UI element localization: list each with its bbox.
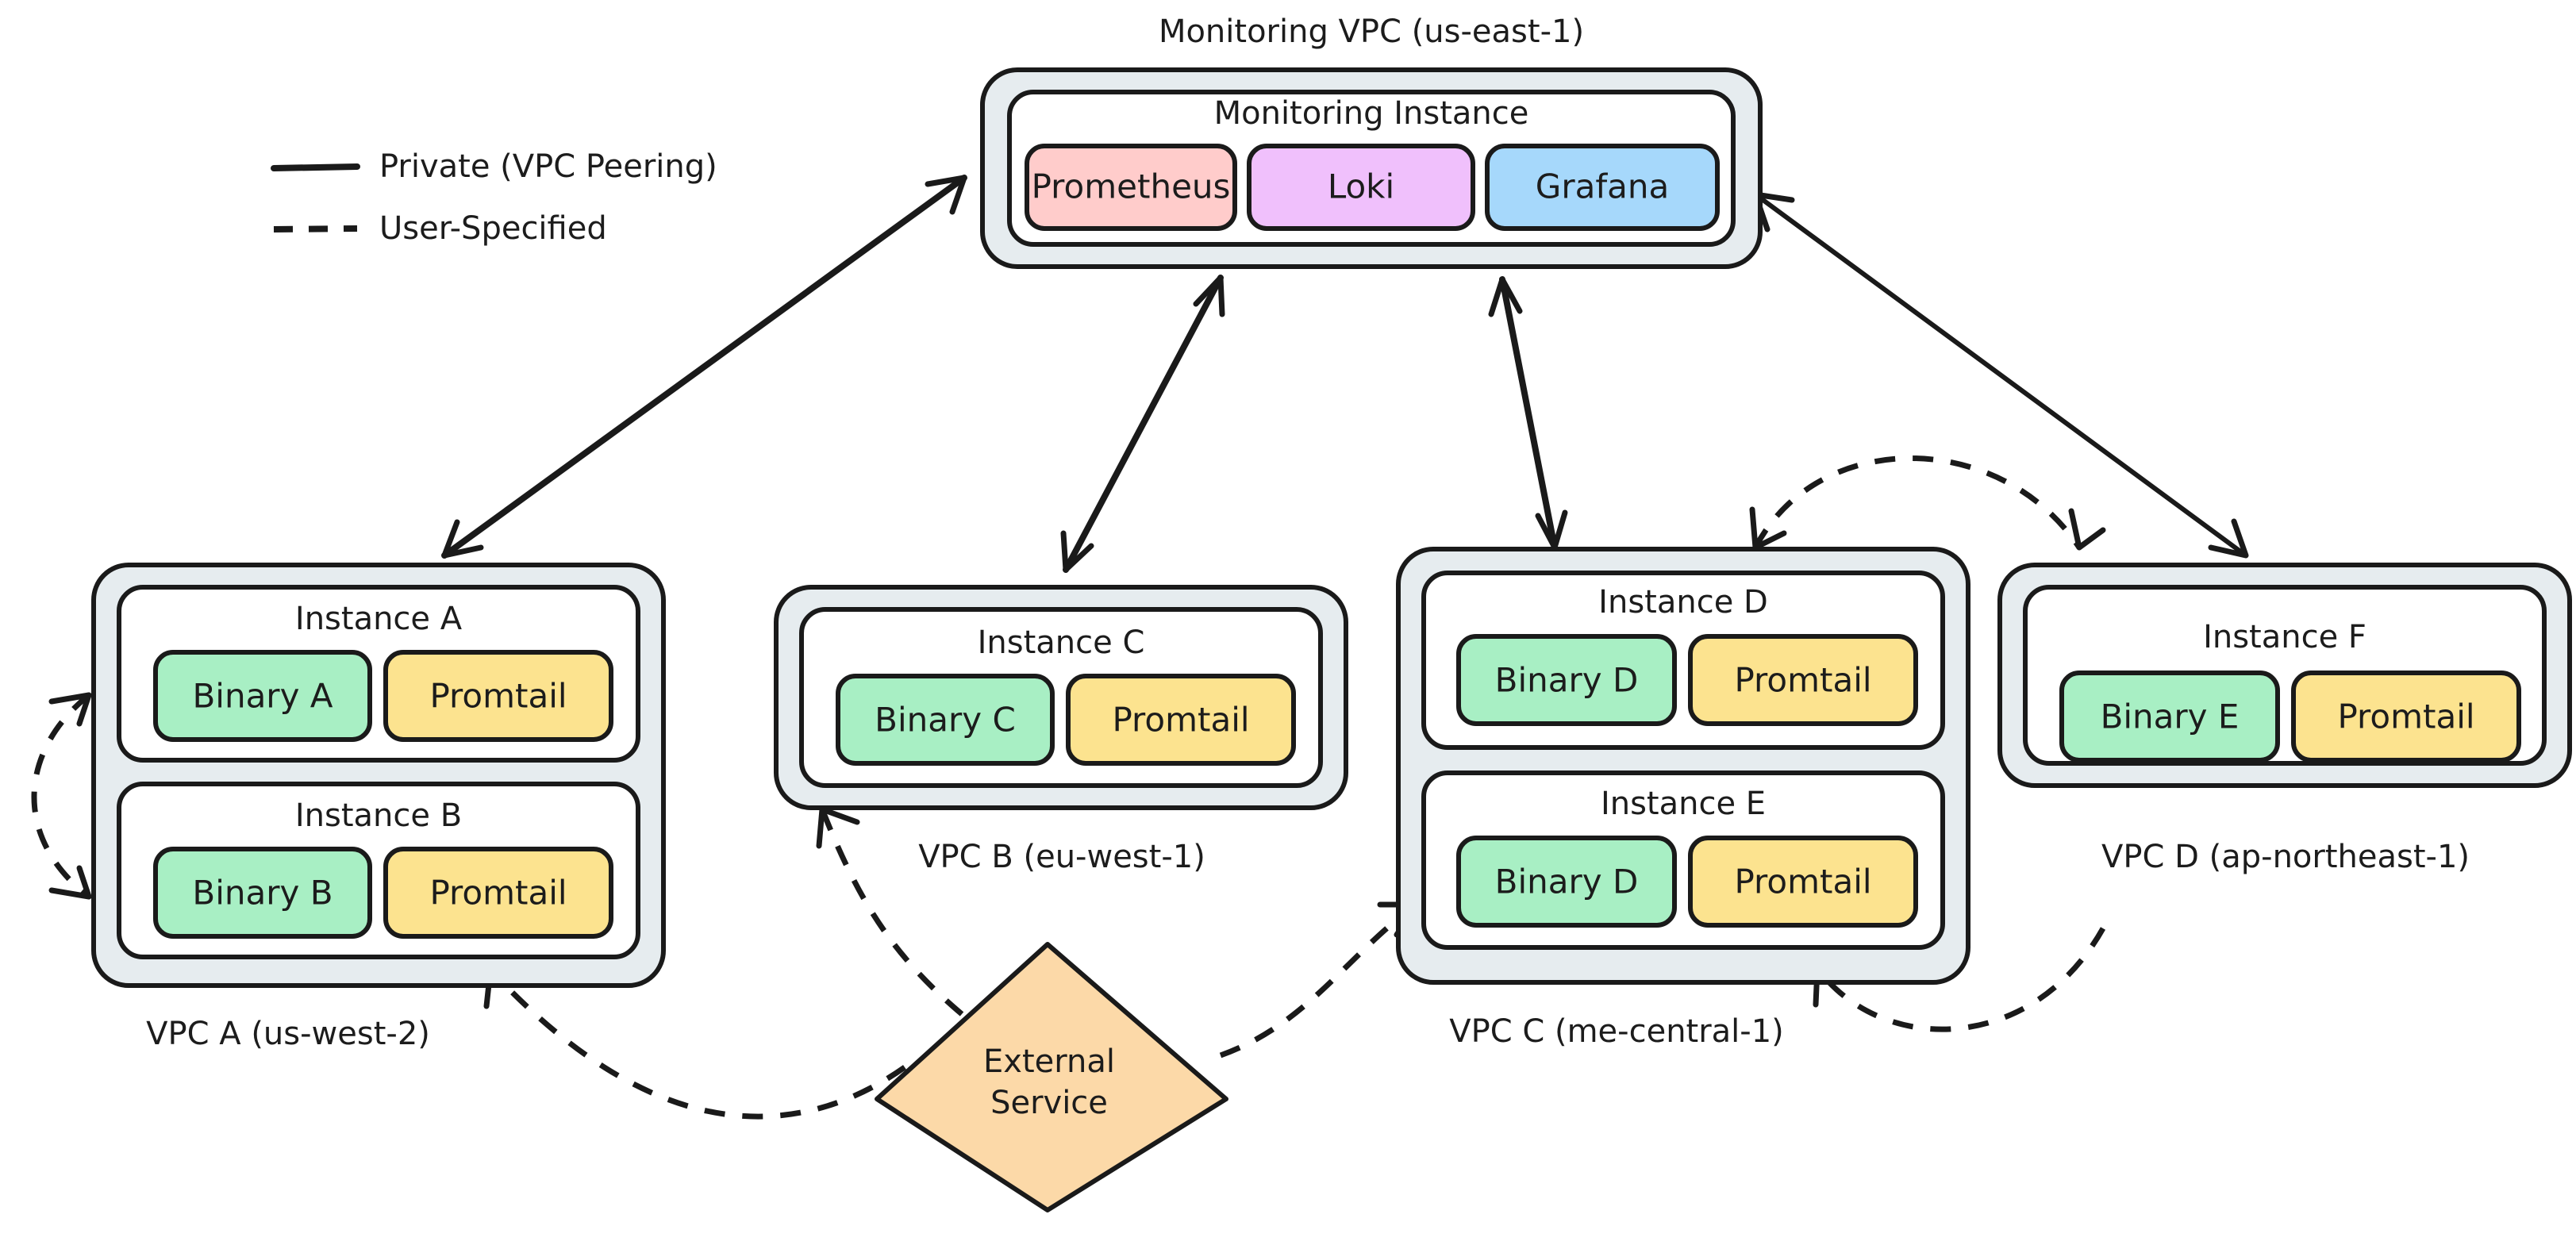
- component-promtail-c-label: Promtail: [1112, 701, 1249, 740]
- external-service-label-line1: External: [983, 1043, 1115, 1080]
- component-binary-e[interactable]: [2059, 671, 2280, 763]
- component-promtail-f-label: Promtail: [2337, 697, 2474, 736]
- component-promtail-b[interactable]: [383, 847, 613, 939]
- legend-label-private: Private (VPC Peering): [379, 148, 717, 185]
- component-promtail-c[interactable]: [1066, 674, 1296, 766]
- component-promtail-d[interactable]: [1688, 634, 1918, 726]
- connection-external-to-vpc-a: [483, 966, 907, 1120]
- vpc-b-group[interactable]: Instance C Binary C Promtail VPC B (eu-w…: [774, 585, 1348, 875]
- component-prometheus[interactable]: [1025, 144, 1237, 231]
- connection-external-to-vpc-c: [1219, 901, 1420, 1059]
- connection-external-to-vpc-b: [816, 806, 964, 1016]
- component-binary-e-label: Binary E: [2101, 697, 2240, 736]
- external-service-group[interactable]: External Service: [875, 942, 1228, 1212]
- component-grafana-label: Grafana: [1536, 167, 1669, 206]
- connection-vpc-c-to-monitoring: [1488, 276, 1568, 551]
- instance-c-title: Instance C: [978, 624, 1145, 661]
- instance-b-title: Instance B: [295, 797, 462, 834]
- vpc-a-group[interactable]: Instance A Binary A Promtail Instance B …: [91, 563, 666, 1052]
- legend: Private (VPC Peering) User-Specified: [271, 148, 717, 247]
- instance-f-title: Instance F: [2203, 619, 2366, 655]
- vpc-c-label: VPC C (me-central-1): [1449, 1013, 1784, 1050]
- component-binary-e-slot[interactable]: [1456, 836, 1677, 928]
- vpc-c-group[interactable]: Instance D Binary D Promtail Instance E …: [1396, 547, 1970, 1050]
- component-binary-b[interactable]: [153, 847, 372, 939]
- legend-solid-swatch: [271, 163, 360, 171]
- component-binary-c[interactable]: [836, 674, 1055, 766]
- component-prometheus-label: Prometheus: [1032, 167, 1231, 206]
- monitoring-instance-title: Monitoring Instance: [1214, 95, 1529, 132]
- component-binary-b-label: Binary B: [192, 874, 333, 913]
- component-loki-label: Loki: [1328, 167, 1394, 206]
- connection-vpc-d-to-monitoring: [1752, 191, 2249, 559]
- component-grafana[interactable]: [1485, 144, 1720, 231]
- component-promtail-a[interactable]: [383, 650, 613, 742]
- legend-label-user-specified: User-Specified: [379, 210, 607, 247]
- connection-vpc-b-to-monitoring: [1060, 275, 1225, 573]
- instance-d-title: Instance D: [1598, 584, 1768, 621]
- component-binary-a[interactable]: [153, 650, 372, 742]
- vpc-d-group[interactable]: Instance F Binary E Promtail VPC D (ap-n…: [1997, 563, 2572, 875]
- component-binary-d[interactable]: [1456, 634, 1677, 726]
- connection-instance-a-to-instance-b: [31, 692, 92, 900]
- vpc-b-label: VPC B (eu-west-1): [918, 839, 1205, 875]
- instance-e-title: Instance E: [1601, 786, 1766, 822]
- component-promtail-e-label: Promtail: [1734, 863, 1871, 901]
- component-loki[interactable]: [1247, 144, 1475, 231]
- external-service-label-line2: Service: [990, 1085, 1108, 1121]
- component-binary-a-label: Binary A: [192, 677, 333, 716]
- monitoring-vpc-label: Monitoring VPC (us-east-1): [1159, 13, 1584, 50]
- component-binary-d-label: Binary D: [1495, 661, 1639, 700]
- component-promtail-f[interactable]: [2291, 671, 2521, 763]
- component-promtail-e[interactable]: [1688, 836, 1918, 928]
- component-promtail-d-label: Promtail: [1734, 661, 1871, 700]
- component-binary-e-slot-label: Binary D: [1495, 863, 1639, 901]
- vpc-a-label: VPC A (us-west-2): [146, 1016, 430, 1052]
- component-binary-c-label: Binary C: [875, 701, 1016, 740]
- external-service-diamond[interactable]: [875, 942, 1228, 1212]
- vpc-d-label: VPC D (ap-northeast-1): [2101, 839, 2470, 875]
- connection-vpc-c-to-vpc-d-top: [1749, 455, 2106, 551]
- instance-a-title: Instance A: [295, 601, 463, 637]
- component-promtail-a-label: Promtail: [429, 677, 567, 716]
- monitoring-vpc-group[interactable]: Monitoring VPC (us-east-1) Monitoring In…: [980, 13, 1763, 269]
- connection-vpc-a-to-monitoring: [441, 175, 967, 559]
- component-promtail-b-label: Promtail: [429, 874, 567, 913]
